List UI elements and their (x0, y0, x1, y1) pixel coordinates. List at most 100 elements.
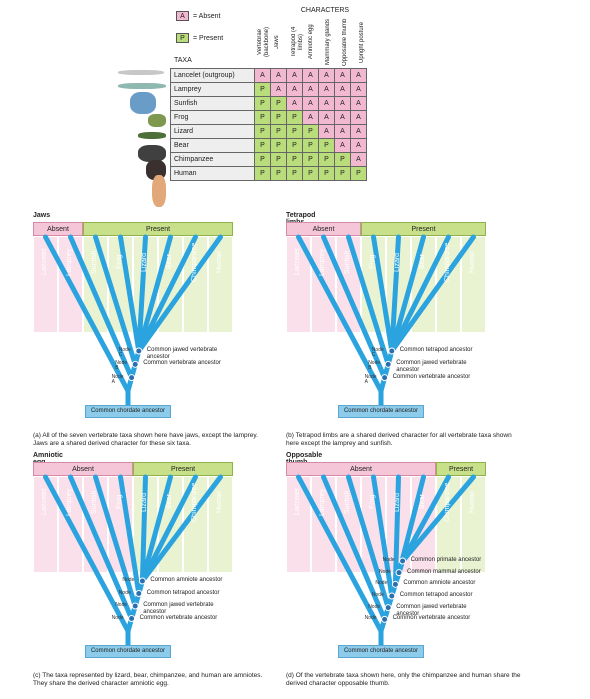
taxon-branch (371, 474, 395, 599)
node-annotation: Common jawed vertebrate ancestor (146, 347, 218, 360)
node-dot (384, 360, 392, 368)
taxon-branch (321, 474, 388, 622)
absent-band: Absent (286, 462, 436, 476)
character-cell: A (350, 82, 367, 97)
character-cell: P (254, 166, 271, 181)
taxon-branch (136, 234, 173, 354)
taxon-branch (139, 474, 198, 584)
legend-absent-text: = Absent (193, 12, 221, 20)
taxon-label: Human (216, 490, 223, 514)
node-label: Node A (364, 373, 377, 385)
taxon-branch (139, 474, 148, 584)
node-label: Node (382, 557, 395, 563)
node-dot (128, 374, 136, 382)
character-cell: P (270, 152, 287, 167)
node-label: Node C (118, 347, 131, 358)
node-dot (381, 615, 389, 623)
character-cell: A (350, 96, 367, 111)
taxon-branch (389, 234, 451, 354)
character-cell: P (254, 152, 271, 167)
taxon-branch (43, 234, 131, 394)
legend-absent: A = Absent (176, 11, 220, 21)
character-cell: P (254, 82, 271, 97)
legend-absent-key: A (176, 11, 189, 21)
character-cell: P (302, 152, 319, 167)
character-cell: A (318, 68, 335, 83)
taxon-label: Lizard (394, 492, 401, 512)
character-cell: A (270, 82, 287, 97)
taxon-label: Lamprey (66, 488, 73, 516)
taxon-branch (321, 234, 388, 381)
lizard-image (138, 132, 166, 139)
character-header: Upright posture (359, 21, 365, 63)
taxon-column (34, 477, 57, 572)
character-cell: A (334, 110, 351, 125)
character-cell: A (318, 82, 335, 97)
character-cell: P (286, 138, 303, 153)
taxon-label: Lamprey (319, 488, 326, 516)
taxon-branch (296, 474, 384, 634)
character-cell: P (334, 152, 351, 167)
taxon-label: Bear (166, 254, 173, 270)
taxon-column (34, 237, 57, 332)
character-cell: P (318, 138, 335, 153)
taxon-branch (136, 234, 198, 354)
taxon-label: Chimpanzee (444, 242, 451, 282)
character-cell: A (286, 68, 303, 83)
node-annotation: Common vertebrate ancestor (139, 614, 218, 621)
taxon-label: Frog (369, 494, 376, 510)
taxon-label: Human (469, 490, 476, 514)
node-label: Node (111, 614, 124, 621)
taxon-branch (93, 234, 138, 367)
character-cell: A (302, 110, 319, 125)
character-cell: A (334, 138, 351, 153)
panel-caption: (a) All of the seven vertebrate taxa sho… (33, 432, 258, 447)
character-cell: P (270, 166, 287, 181)
absent-band: Absent (286, 222, 361, 236)
node-label: Node (115, 602, 128, 608)
taxon-branch (43, 474, 131, 634)
node-label: Node A (111, 373, 124, 385)
character-header: Jaws (274, 35, 280, 49)
lancelet-image (118, 70, 164, 75)
character-cell: P (286, 124, 303, 139)
character-header: Vertebrae (backbone) (257, 26, 270, 58)
taxon-branch (139, 474, 223, 584)
common-ancestor-box: Common chordate ancestor (85, 645, 171, 658)
taxon-label: Human (216, 250, 223, 274)
taxon-branch (346, 474, 391, 611)
character-cell: A (318, 124, 335, 139)
taxon-branch (118, 474, 142, 596)
character-cell: A (350, 152, 367, 167)
node-annotation: Common jawed vertebrate ancestor (396, 603, 467, 617)
node-label: Node (364, 615, 377, 622)
absent-band: Absent (33, 222, 83, 236)
node-annotation: Common tetrapod ancestor (146, 589, 220, 596)
spine-branch (378, 348, 395, 394)
present-band: Present (361, 222, 486, 236)
node-dot (391, 580, 399, 588)
taxon-label: Sunfish (91, 250, 98, 274)
node-dot (128, 615, 136, 622)
taxon-label: Bear (419, 494, 426, 510)
character-header: Tetrapod (4 limbs) (291, 26, 304, 58)
character-cell: A (302, 82, 319, 97)
character-cell: A (286, 82, 303, 97)
legend-present-text: = Present (193, 34, 224, 42)
taxon-column (287, 477, 310, 572)
common-ancestor-box: Common chordate ancestor (338, 405, 424, 418)
node-label: Node (371, 592, 384, 598)
character-cell: P (270, 124, 287, 139)
taxon-name: Lamprey (170, 82, 255, 97)
character-cell: P (302, 124, 319, 139)
node-annotation: Common amniote ancestor (403, 580, 476, 587)
character-cell: A (334, 82, 351, 97)
node-annotation: Common vertebrate ancestor (392, 373, 471, 380)
present-band: Present (436, 462, 486, 476)
phylogenetic-tree (296, 234, 476, 408)
node-dot (131, 602, 139, 610)
